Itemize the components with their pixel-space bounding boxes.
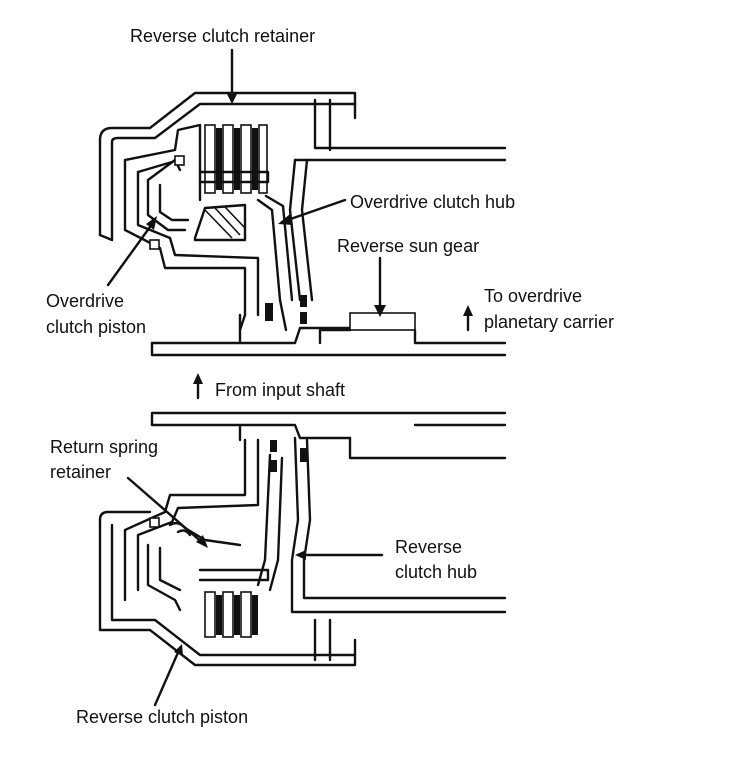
reverse-clutch-pack (204, 591, 258, 638)
label-overdrive-clutch-hub: Overdrive clutch hub (350, 192, 515, 212)
lower-assembly (98, 411, 507, 667)
label-overdrive-piston-line1: Overdrive (46, 291, 124, 311)
label-reverse-clutch-retainer: Reverse clutch retainer (130, 26, 315, 46)
label-to-overdrive-line1: To overdrive (484, 286, 582, 306)
label-return-spring-line2: retainer (50, 462, 111, 482)
overdrive-clutch-pack (204, 124, 268, 194)
label-to-overdrive-line2: planetary carrier (484, 312, 614, 332)
leader-lines (106, 48, 473, 707)
label-reverse-hub-line2: clutch hub (395, 562, 477, 582)
label-reverse-hub-line1: Reverse (395, 537, 462, 557)
label-reverse-sun-gear: Reverse sun gear (337, 236, 479, 256)
label-reverse-clutch-piston: Reverse clutch piston (76, 707, 248, 727)
upper-assembly (98, 91, 507, 357)
label-from-input-shaft: From input shaft (215, 380, 345, 400)
label-return-spring-line1: Return spring (50, 437, 158, 457)
label-overdrive-piston-line2: clutch piston (46, 317, 146, 337)
